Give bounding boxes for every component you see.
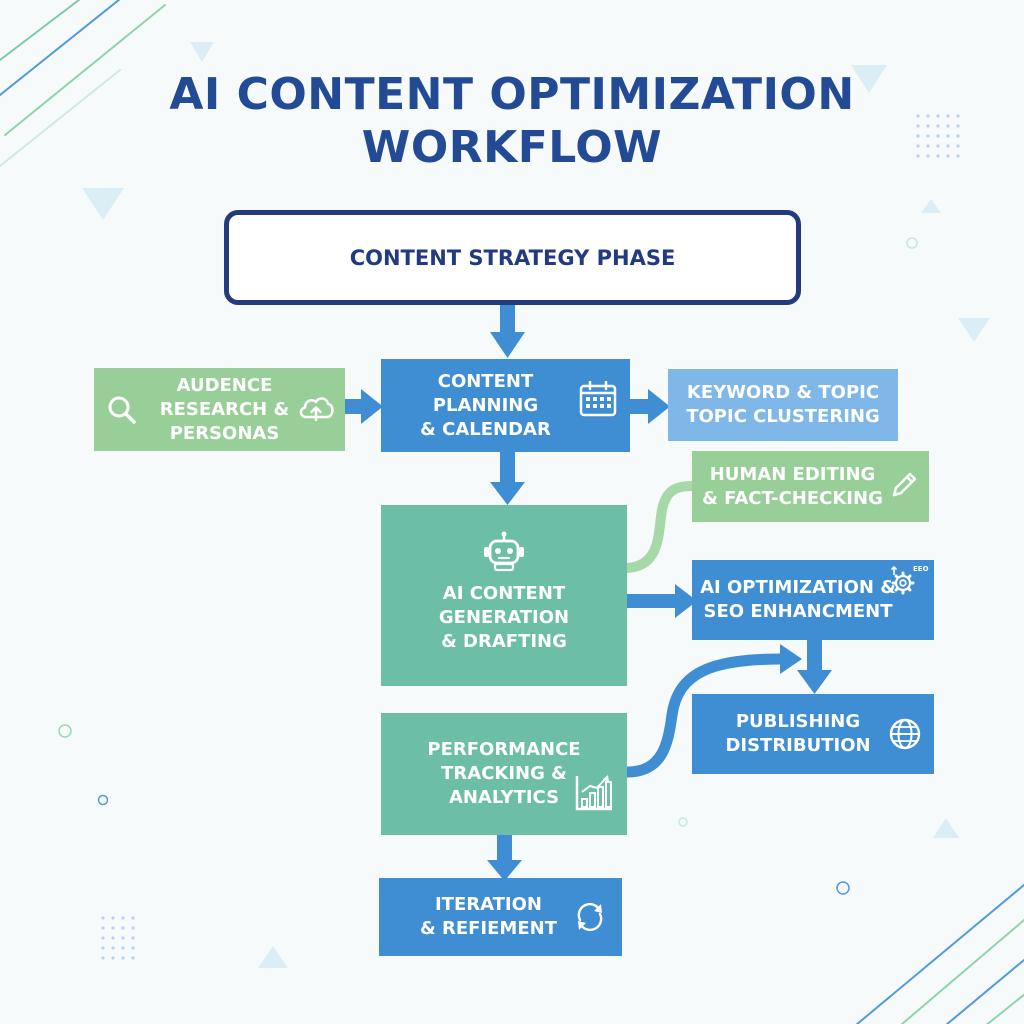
node-audience-research: AUDENCE RESEARCH & PERSONAS bbox=[94, 368, 345, 451]
diagram-title-line-2: WORKFLOW bbox=[361, 122, 663, 173]
node-iteration-line-1: ITERATION bbox=[434, 894, 542, 915]
node-performance-line-3: ANALYTICS bbox=[448, 787, 560, 808]
node-audience-line-3: PERSONAS bbox=[169, 422, 280, 444]
arrow-generation-to-optimization bbox=[627, 584, 697, 618]
node-generation-line-2: GENERATION bbox=[438, 606, 570, 628]
node-performance-line-1: PERFORMANCE bbox=[427, 739, 581, 760]
node-editing-line-2: & FACT-CHECKING bbox=[702, 487, 883, 509]
node-iteration-refinement: ITERATION & REFIEMENT bbox=[379, 878, 622, 956]
diagram-title-line-1: AI CONTENT OPTIMIZATION bbox=[169, 69, 855, 120]
node-planning-line-3: & CALENDAR bbox=[420, 418, 551, 440]
calendar-icon bbox=[579, 381, 617, 417]
arrow-performance-to-iteration bbox=[487, 834, 522, 881]
node-publishing-line-2: DISTRIBUTION bbox=[725, 735, 871, 756]
node-performance-tracking: PERFORMANCE TRACKING & ANALYTICS bbox=[381, 713, 627, 835]
arrowhead-performance-to-publishing bbox=[780, 644, 802, 674]
node-optimization-line-1: AI OPTIMIZATION & bbox=[700, 577, 896, 598]
pencil-icon bbox=[892, 472, 917, 497]
bar-chart-icon bbox=[575, 775, 612, 811]
refresh-icon bbox=[577, 902, 603, 932]
arrow-audience-to-planning bbox=[345, 389, 383, 424]
node-optimization-line-2: SEO ENHANCMENT bbox=[703, 601, 893, 622]
arrow-optimization-to-publishing bbox=[797, 640, 832, 694]
globe-icon bbox=[889, 718, 921, 750]
connector-performance-to-publishing bbox=[621, 653, 788, 778]
node-human-editing: HUMAN EDITING & FACT-CHECKING bbox=[692, 451, 929, 522]
node-iteration-line-2: & REFIEMENT bbox=[420, 918, 557, 939]
node-keyword-line-1: KEYWORD & TOPIC bbox=[686, 382, 880, 403]
node-performance-line-2: TRACKING & bbox=[441, 763, 567, 784]
node-content-planning: CONTENT PLANNING & CALENDAR bbox=[381, 359, 630, 452]
node-generation-line-1: AI CONTENT bbox=[442, 582, 566, 604]
arrow-strategy-to-planning bbox=[490, 304, 525, 358]
node-ai-content-generation: AI CONTENT GENERATION & DRAFTING bbox=[381, 505, 627, 686]
node-ai-optimization-seo: AI OPTIMIZATION & SEO ENHANCMENT EEO bbox=[692, 560, 934, 640]
search-icon bbox=[108, 396, 136, 424]
node-publishing-line-1: PUBLISHING bbox=[735, 711, 861, 732]
node-audience-line-1: AUDENCE bbox=[176, 374, 273, 396]
seo-badge: EEO bbox=[913, 565, 929, 573]
node-keyword-line-2: TOPIC CLUSTERING bbox=[686, 406, 880, 427]
robot-icon bbox=[484, 531, 524, 572]
connector-generation-to-editing bbox=[622, 481, 697, 573]
node-audience-line-2: RESEARCH & bbox=[159, 398, 290, 420]
node-publishing-distribution: PUBLISHING DISTRIBUTION bbox=[692, 694, 934, 774]
node-content-strategy-phase-label: CONTENT STRATEGY PHASE bbox=[349, 245, 676, 270]
node-keyword-topic-clustering: KEYWORD & TOPIC TOPIC CLUSTERING bbox=[668, 369, 898, 441]
node-editing-line-1: HUMAN EDITING bbox=[709, 463, 876, 485]
cloud-upload-icon bbox=[299, 397, 334, 422]
gear-icon bbox=[890, 566, 915, 595]
node-generation-line-3: & DRAFTING bbox=[441, 630, 567, 652]
node-content-strategy-phase: CONTENT STRATEGY PHASE bbox=[224, 210, 801, 305]
arrow-planning-to-keyword bbox=[630, 389, 670, 424]
node-planning-line-2: PLANNING bbox=[432, 394, 539, 416]
node-planning-line-1: CONTENT bbox=[437, 370, 534, 392]
arrow-planning-to-generation bbox=[490, 452, 525, 505]
